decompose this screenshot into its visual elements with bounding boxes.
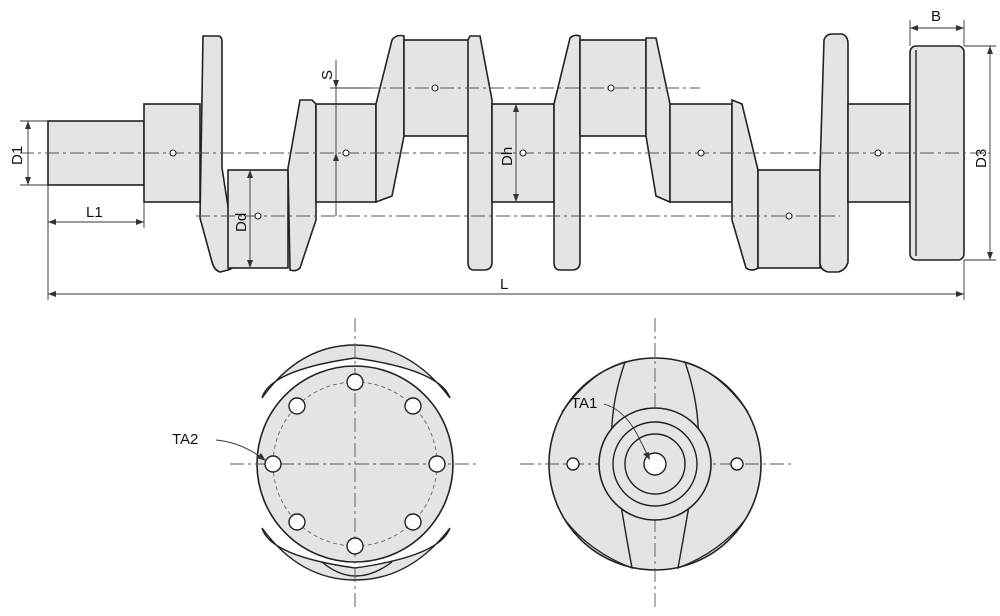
dim-label-d3: D3 [973, 149, 990, 168]
oil-hole [607, 84, 615, 92]
bolt-hole [288, 397, 306, 415]
dimension-dd [247, 170, 253, 268]
nose-end-view: TA1 [520, 318, 792, 610]
inner-ring-2 [624, 433, 686, 495]
oil-hole [342, 149, 350, 157]
dim-label-d1: D1 [9, 146, 26, 165]
ta2-leader [215, 439, 263, 459]
bolt-hole [428, 455, 446, 473]
bolt-hole [346, 373, 364, 391]
dimension-d1 [20, 120, 48, 186]
crank-web-3 [375, 34, 405, 204]
dim-label-dh: Dh [499, 147, 516, 166]
dim-label-s: S [319, 70, 336, 80]
oil-hole [874, 149, 882, 157]
flange-end-view: TA2 [172, 318, 480, 610]
dimension-d3 [964, 45, 996, 261]
crankshaft-side-view: D1 L1 Dd S Dh [9, 8, 996, 300]
dim-label-dd: Dd [233, 213, 250, 232]
dim-label-l1: L1 [86, 204, 103, 221]
dimension-dh [513, 104, 519, 202]
oil-hole [431, 84, 439, 92]
crank-web-7 [731, 98, 759, 271]
oil-hole [169, 149, 177, 157]
dimension-l [47, 185, 965, 300]
counterweight-outline [261, 527, 451, 581]
oil-hole [785, 212, 793, 220]
oil-hole [519, 149, 527, 157]
crank-web-6 [645, 37, 671, 204]
dim-label-l: L [500, 276, 508, 293]
bolt-hole [404, 513, 422, 531]
label-ta1: TA1 [571, 395, 597, 412]
side-hole [566, 457, 580, 471]
bolt-hole [264, 455, 282, 473]
counterweight-outline [261, 344, 451, 399]
bolt-hole [346, 537, 364, 555]
bolt-hole [288, 513, 306, 531]
label-ta2: TA2 [172, 431, 198, 448]
inner-ring [612, 421, 698, 507]
bolt-hole [404, 397, 422, 415]
flange-lower-arc [321, 561, 393, 577]
ta1-leader [603, 403, 649, 457]
crank-web-5 [553, 34, 581, 271]
crank-web-2 [287, 99, 317, 272]
oil-hole [697, 149, 705, 157]
side-hole [730, 457, 744, 471]
dim-label-b: B [931, 8, 941, 25]
oil-hole [254, 212, 262, 220]
dimension-s [330, 60, 372, 216]
dimension-b [909, 20, 965, 46]
